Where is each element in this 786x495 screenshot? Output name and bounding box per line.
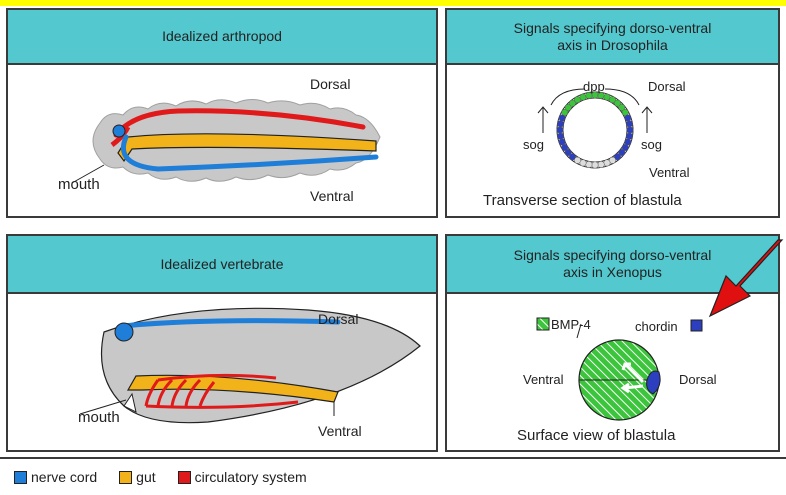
dpp-cells (562, 92, 629, 116)
blastula-cell (557, 121, 563, 127)
xenopus-caption: Surface view of blastula (517, 427, 676, 444)
panel-vertebrate: Idealized vertebrate Dorsal Ventral mout… (6, 234, 438, 452)
red-arrow-annotation (690, 234, 786, 324)
legend-item-gut: gut (119, 469, 155, 485)
drosophila-ventral-label: Ventral (649, 165, 690, 180)
legend-label-nerve-cord: nerve cord (31, 469, 97, 485)
blastula-cell (574, 157, 580, 163)
legend-item-circulatory-system: circulatory system (178, 469, 307, 485)
blastula-cell (559, 139, 565, 145)
blastula-cell (559, 115, 565, 121)
sog-left-label: sog (523, 137, 544, 152)
sog-cells (557, 115, 633, 160)
arthropod-dorsal-label: Dorsal (310, 76, 350, 92)
drosophila-dorsal-label: Dorsal (648, 79, 686, 94)
blastula-cell (604, 160, 610, 166)
sog-arrow-left (538, 107, 548, 133)
panel-drosophila-header: Signals specifying dorso-ventral axis in… (447, 10, 778, 65)
arthropod-mouth-label: mouth (58, 176, 100, 193)
vertebrate-mouth-label: mouth (78, 409, 120, 426)
panel-vertebrate-title: Idealized vertebrate (161, 256, 284, 273)
ventral-cells (574, 157, 615, 168)
blastula-cell (592, 162, 598, 168)
panel-drosophila-title-line1: Signals specifying dorso-ventral (514, 20, 712, 37)
highlight-bar (0, 0, 786, 6)
xenopus-dorsal-label: Dorsal (679, 372, 717, 387)
panel-drosophila-title-line2: axis in Drosophila (557, 37, 668, 54)
blastula-cell (626, 121, 632, 127)
blastula-cell (625, 115, 631, 121)
panel-arthropod-header: Idealized arthropod (8, 10, 436, 65)
legend-swatch-circulatory-system (178, 471, 191, 484)
vertebrate-ventral-label: Ventral (318, 423, 362, 439)
drosophila-diagram: dpp Dorsal sog sog Ventral Transverse se… (447, 65, 778, 216)
legend-label-circulatory-system: circulatory system (195, 469, 307, 485)
sog-arrow-right (642, 107, 652, 133)
panel-arthropod-title: Idealized arthropod (162, 28, 282, 45)
legend-label-gut: gut (136, 469, 155, 485)
blastula-cell (626, 133, 632, 139)
blastula-cell (598, 161, 604, 167)
panel-drosophila: Signals specifying dorso-ventral axis in… (445, 8, 780, 218)
chordin-label: chordin (635, 319, 678, 334)
bmp4-label: BMP-4 (551, 317, 591, 332)
legend-swatch-gut (119, 471, 132, 484)
blastula-cell (557, 127, 563, 133)
drosophila-caption: Transverse section of blastula (483, 192, 682, 209)
blastula-cell (580, 94, 586, 100)
xenopus-ventral-label: Ventral (523, 372, 564, 387)
legend-item-nerve-cord: nerve cord (14, 469, 97, 485)
arthropod-brain (113, 125, 125, 137)
legend-swatch-nerve-cord (14, 471, 27, 484)
legend: nerve cord gut circulatory system (0, 457, 786, 495)
panel-arthropod: Idealized arthropod Dorsal Ventral mouth (6, 8, 438, 218)
blastula-cell (586, 161, 592, 167)
vertebrate-dorsal-label: Dorsal (318, 311, 358, 327)
vertebrate-diagram: Dorsal Ventral mouth (8, 294, 436, 450)
panel-xenopus-title-line2: axis in Xenopus (563, 264, 662, 281)
vertebrate-brain (115, 323, 133, 341)
panel-vertebrate-header: Idealized vertebrate (8, 236, 436, 294)
dpp-label: dpp (583, 79, 605, 94)
arthropod-ventral-label: Ventral (310, 188, 354, 204)
blastula-section-outer (557, 92, 633, 168)
blastula-cell (557, 133, 563, 139)
arthropod-diagram: Dorsal Ventral mouth (8, 65, 436, 216)
blastula-cell (627, 127, 633, 133)
bmp4-swatch (537, 318, 549, 330)
panel-xenopus-title-line1: Signals specifying dorso-ventral (514, 247, 712, 264)
sog-right-label: sog (641, 137, 662, 152)
